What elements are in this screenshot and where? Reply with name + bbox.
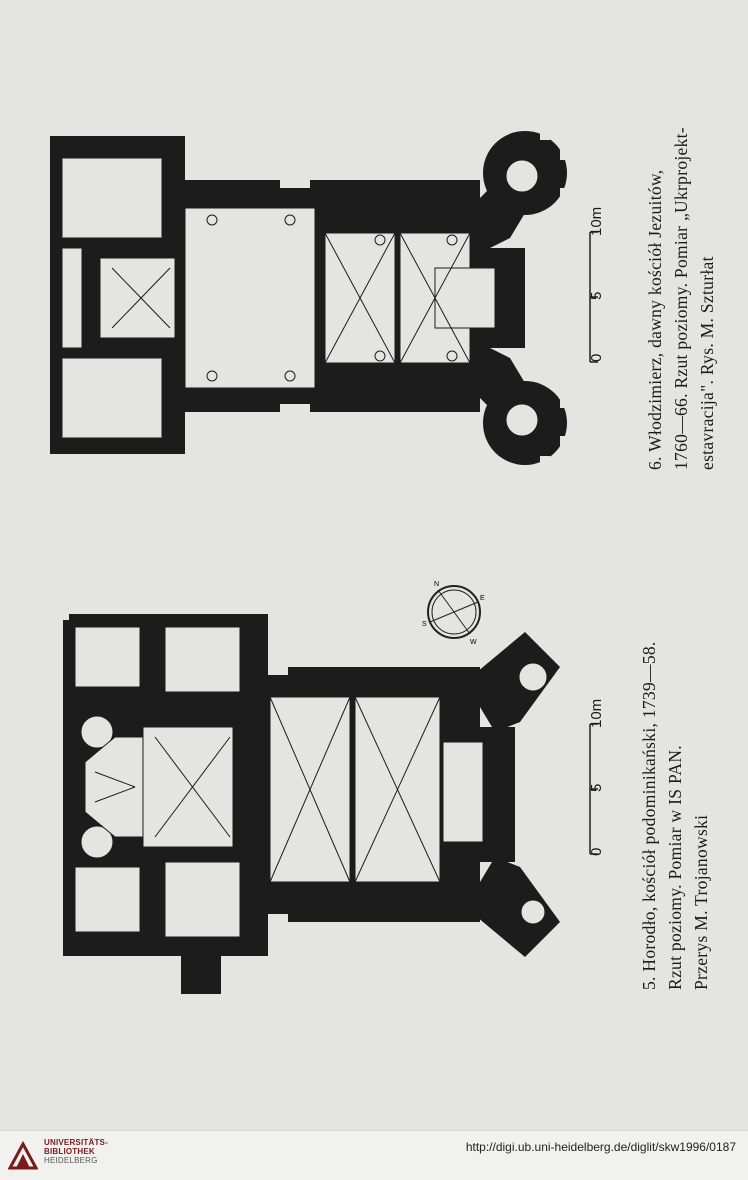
compass-rose: N E S W: [422, 581, 485, 646]
scale-fig6-mid: 5: [588, 291, 605, 300]
scale-fig6-end: 10m: [588, 206, 605, 236]
logo-line-2: BIBLIOTHEK: [44, 1147, 95, 1156]
logo-line-3: HEIDELBERG: [44, 1156, 98, 1165]
compass-n: N: [434, 581, 439, 588]
scale-bar-fig6: [589, 231, 598, 363]
compass-e: E: [480, 595, 485, 602]
floor-plan-wlodzimierz: [50, 131, 568, 465]
floor-plan-horodlo: [63, 614, 560, 994]
compass-w: W: [470, 639, 477, 646]
scale-fig6-zero: 0: [588, 353, 605, 362]
university-logo-icon: [8, 1140, 38, 1170]
compass-s: S: [422, 621, 427, 628]
caption-fig6-line-1: 6. Włodzimierz, dawny kościół Jezuitów,: [645, 169, 665, 470]
scale-fig5-zero: 0: [588, 847, 605, 856]
caption-fig6-line-3: estavracija". Rys. M. Szturłat: [697, 256, 717, 470]
logo-line-1: UNIVERSITÄTS-: [44, 1138, 108, 1147]
university-logo-text: UNIVERSITÄTS- BIBLIOTHEK HEIDELBERG: [44, 1138, 108, 1165]
caption-figure-5: 5. Horodło, kościół podominikański, 1739…: [636, 641, 714, 990]
scale-fig5-end: 10m: [588, 698, 605, 728]
caption-fig5-line-2: Rzut poziomy. Pomiar w IS PAN.: [665, 745, 685, 990]
footer-bar: [0, 1130, 748, 1180]
caption-fig6-line-2: 1760—66. Rzut poziomy. Pomiar „Ukrprojek…: [671, 127, 691, 470]
source-url-link[interactable]: http://digi.ub.uni-heidelberg.de/diglit/…: [465, 1140, 736, 1154]
caption-fig5-line-1: 5. Horodło, kościół podominikański, 1739…: [639, 641, 659, 990]
scale-bar-fig5: [589, 723, 598, 855]
scanned-page: 10m 5 0 6. Włodzimierz, dawny kościół Je…: [50, 127, 720, 994]
caption-figure-6: 6. Włodzimierz, dawny kościół Jezuitów, …: [642, 127, 720, 470]
scale-fig5-mid: 5: [588, 783, 605, 792]
caption-fig5-line-3: Przerys M. Trojanowski: [691, 814, 711, 990]
